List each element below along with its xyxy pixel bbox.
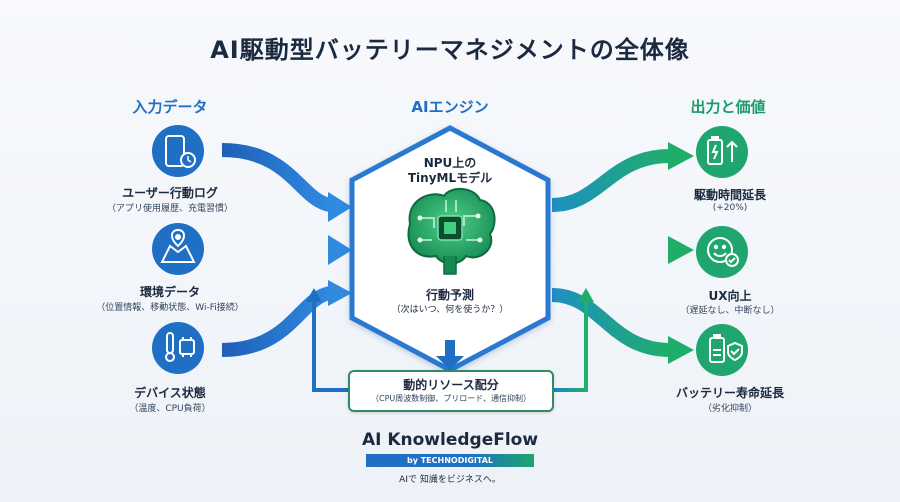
input-sub-1: （アプリ使用履歴、充電習慣）	[106, 204, 233, 214]
input-label-3: デバイス状態	[134, 386, 206, 400]
input-icon-2	[152, 223, 204, 275]
input-arrow-1	[221, 143, 332, 212]
output-arrow-1-head	[668, 142, 694, 170]
section-output-heading: 出力と価値	[690, 98, 766, 116]
smile-check-icon	[707, 237, 739, 267]
resource-label: 動的リソース配分	[403, 378, 499, 392]
output-label-3: バッテリー寿命延長	[675, 386, 784, 400]
page-title: AI駆動型バッテリーマネジメントの全体像	[210, 36, 690, 64]
input-arrows	[221, 143, 352, 357]
input-arrow-3-head	[328, 280, 352, 306]
section-input-heading: 入力データ	[132, 98, 208, 116]
output-sub-2: （遅延なし、中断なし）	[680, 306, 780, 316]
input-arrow-2-head	[328, 235, 352, 265]
feedback-loop-left	[312, 300, 348, 392]
output-arrow-1	[551, 149, 671, 212]
brand-name: AI KnowledgeFlow	[361, 430, 539, 450]
output-icon-3	[696, 324, 748, 376]
feedback-loop-right-head	[578, 288, 594, 302]
input-icon-1	[152, 125, 204, 177]
battery-shield-icon	[709, 334, 743, 363]
input-label-1: ユーザー行動ログ	[122, 186, 218, 200]
output-sub-1: (+20%)	[712, 203, 748, 213]
resource-sub: （CPU周波数制御、プリロード、通信抑制）	[371, 394, 531, 403]
output-arrows	[551, 142, 694, 364]
feedback-loop-right	[552, 300, 588, 392]
input-sub-3: （温度、CPU負荷）	[129, 404, 211, 414]
section-engine-heading: AIエンジン	[411, 98, 489, 116]
output-icon-2	[696, 226, 748, 278]
input-arrow-3	[221, 286, 332, 357]
output-label-2: UX向上	[708, 289, 752, 303]
phone-clock-icon	[165, 135, 196, 168]
output-icon-1	[696, 126, 748, 178]
feedback-loop-left-head	[306, 288, 322, 302]
input-arrow-1-head	[328, 192, 352, 222]
engine-predict-sub: （次はいつ、何を使うか？）	[391, 305, 509, 315]
map-location-icon	[160, 228, 196, 263]
output-arrow-3	[551, 288, 671, 357]
input-icon-3	[152, 322, 204, 374]
brand-tagline: AIで 知識をビジネスへ。	[399, 475, 501, 485]
brand-by-bar: by TECHNODIGITAL	[366, 454, 534, 467]
battery-up-icon	[707, 136, 738, 165]
engine-predict-label: 行動予測	[425, 288, 474, 302]
engine-model-line1: NPU上の	[423, 156, 477, 170]
resource-allocation-box: 動的リソース配分 （CPU周波数制御、プリロード、通信抑制）	[348, 370, 554, 412]
engine-to-resource-arrow	[436, 340, 464, 370]
input-label-2: 環境データ	[139, 285, 200, 299]
output-label-1: 駆動時間延長	[693, 188, 766, 202]
output-sub-3: （劣化抑制）	[702, 404, 757, 414]
output-arrow-3-head	[668, 336, 694, 364]
input-sub-2: （位置情報、移動状態、Wi-Fi接続）	[96, 303, 244, 313]
output-arrow-2-head	[668, 236, 694, 264]
brain-chip-icon	[407, 188, 496, 275]
thermometer-chip-icon	[165, 332, 195, 362]
engine-model-line2: TinyMLモデル	[407, 171, 493, 185]
